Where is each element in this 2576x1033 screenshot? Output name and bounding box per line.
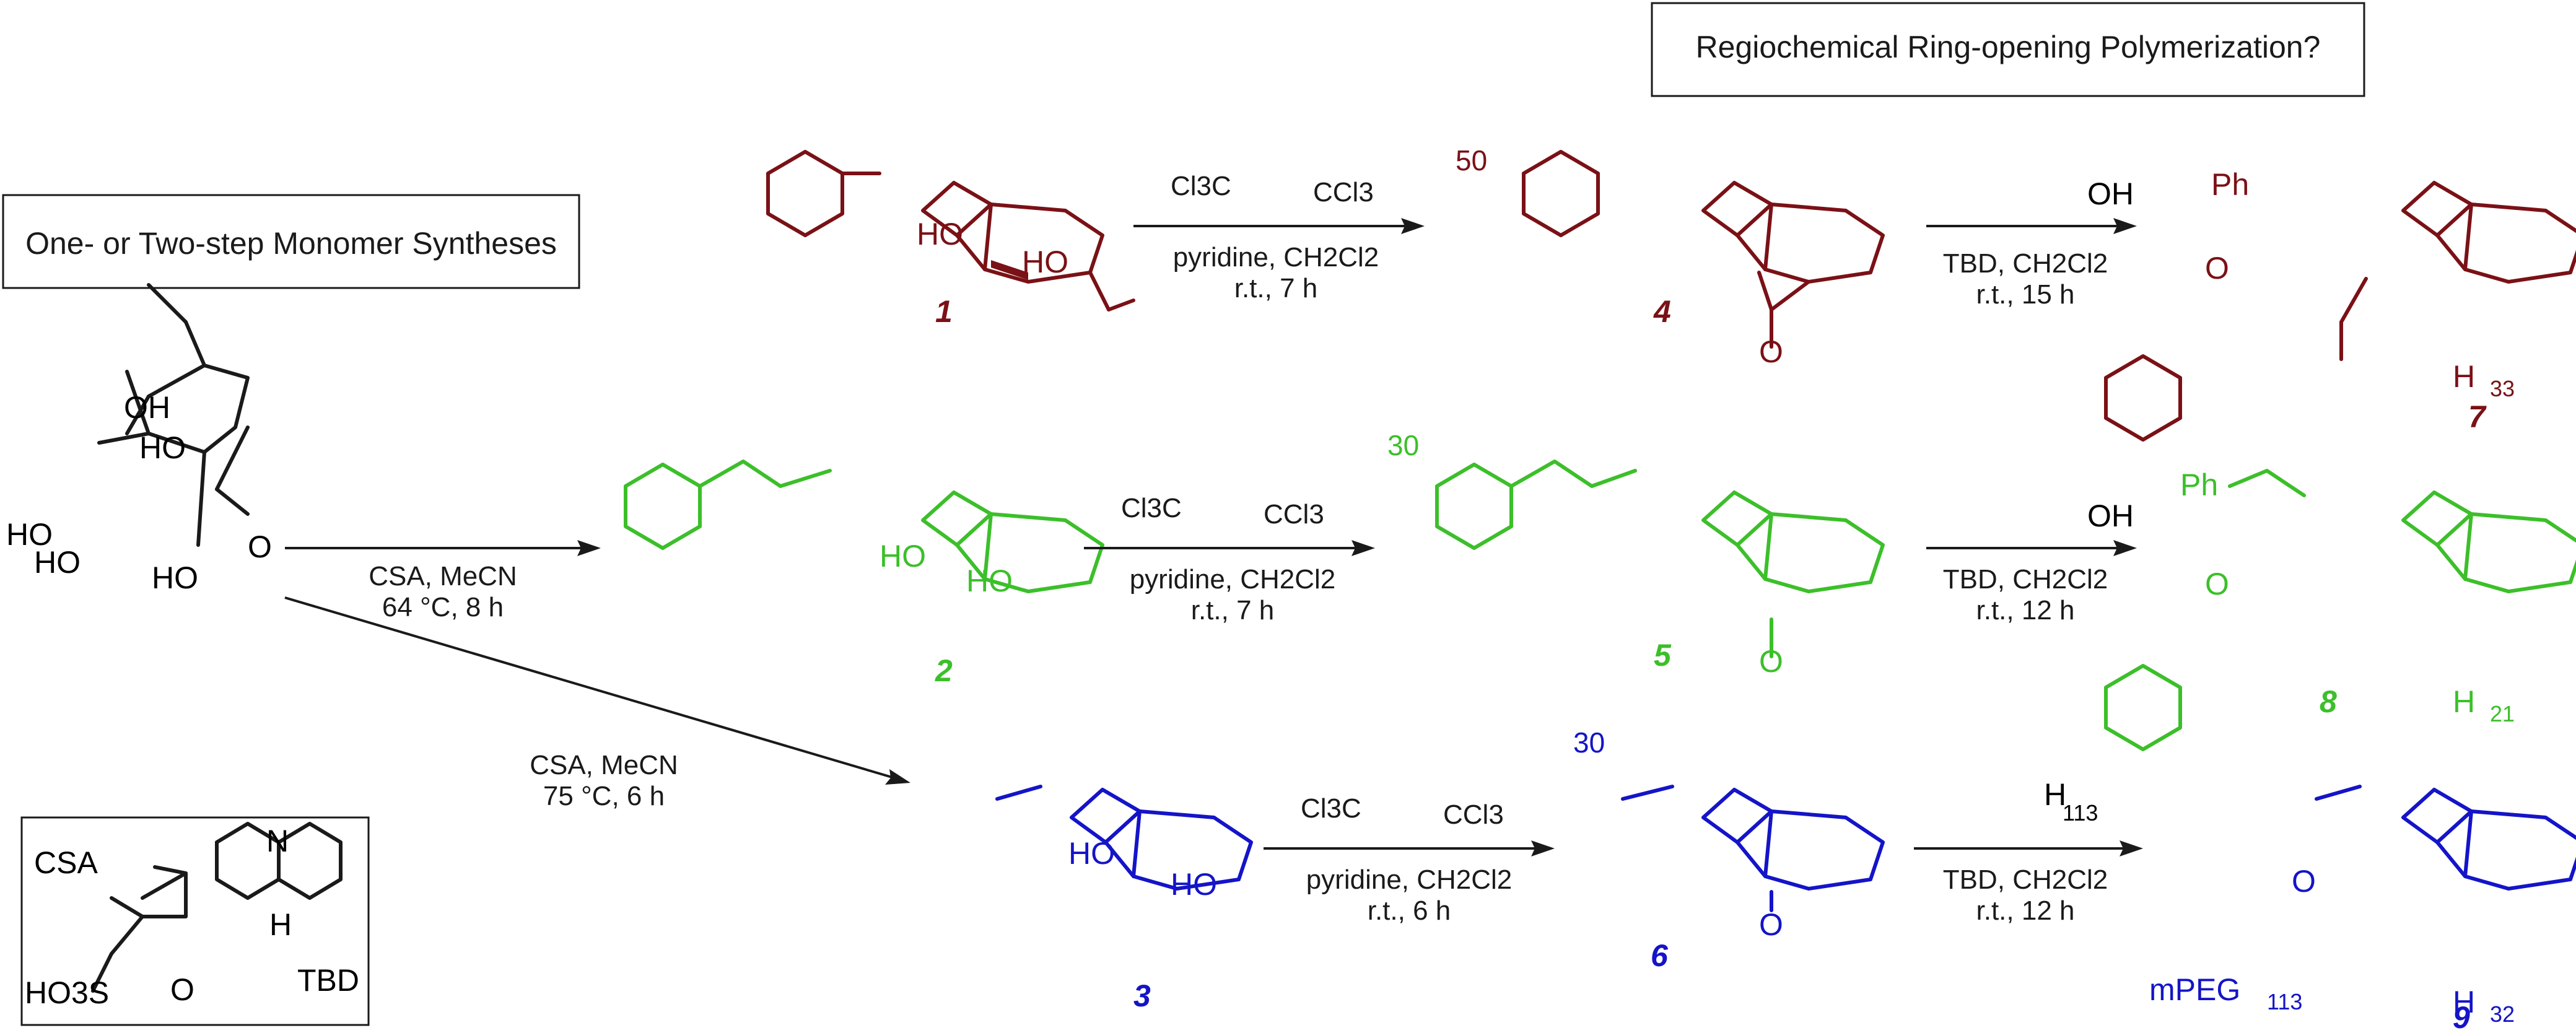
legend-csa: CSA — [34, 845, 98, 880]
atom-ho-c3: HO — [139, 430, 186, 465]
initiator-oh-2: OH — [2087, 499, 2134, 533]
arrow-2-to-5: Cl3C CCl3 pyridine, CH2Cl2 r.t., 7 h — [1084, 493, 1375, 625]
title-box-monomer: One- or Two-step Monomer Syntheses — [2, 194, 580, 289]
cond-a2-temp: 75 °C, 6 h — [543, 781, 665, 811]
reagent-ccl3-1: CCl3 — [1313, 177, 1374, 207]
catalyst-legend: CSA TBD HO3S O N H — [20, 816, 370, 1026]
atom-o-carbonyl-7: O — [2205, 251, 2229, 285]
cond-a1-temp: 64 °C, 8 h — [382, 592, 504, 622]
label-compound-2: 2 — [935, 653, 953, 688]
compound-4: 50 O 4 — [1456, 144, 1883, 369]
cond-r2-solvent: pyridine, CH2Cl2 — [1130, 564, 1336, 595]
cond-a1-cat: CSA, MeCN — [369, 561, 517, 591]
cond-a2-cat: CSA, MeCN — [530, 750, 678, 780]
atom-ho-3b: HO — [1171, 867, 1217, 902]
legend-n: N — [266, 824, 289, 858]
atom-oh-top: OH — [124, 390, 170, 425]
label-compound-6: 6 — [1651, 938, 1669, 973]
legend-h: H — [269, 907, 292, 942]
label-compound-3: 3 — [1133, 979, 1151, 1013]
arrow-6-to-9: 113 H TBD, CH2Cl2 r.t., 12 h — [1914, 777, 2143, 926]
atom-ph-7: Ph — [2211, 167, 2249, 202]
atom-mpeg: mPEG — [2149, 972, 2240, 1007]
dp-8: 21 — [2490, 701, 2515, 726]
atom-o-carbonyl-5: O — [1759, 644, 1783, 679]
equiv-4: 50 — [1456, 144, 1487, 177]
atom-o-carbonyl-9: O — [2292, 864, 2316, 899]
cond-r3-solvent: pyridine, CH2Cl2 — [1306, 865, 1513, 895]
cond-r1-time: r.t., 7 h — [1234, 273, 1318, 303]
peg-h: H — [2044, 777, 2066, 812]
label-compound-1: 1 — [935, 294, 953, 329]
initiator-oh-1: OH — [2087, 177, 2134, 211]
equiv-6: 30 — [1573, 726, 1605, 759]
reagent-ccl3-3: CCl3 — [1443, 800, 1504, 830]
cond-p3-cat: TBD, CH2Cl2 — [1943, 865, 2108, 895]
atom-ho-c3b: HO — [34, 545, 81, 580]
arrow-5-to-8: OH TBD, CH2Cl2 r.t., 12 h — [1926, 499, 2137, 625]
cond-r1-solvent: pyridine, CH2Cl2 — [1173, 242, 1379, 272]
atom-ph-8: Ph — [2180, 468, 2218, 502]
compound-5: 30 O 5 — [1387, 429, 1883, 679]
atom-ho-c2: HO — [152, 560, 198, 595]
label-compound-4: 4 — [1653, 294, 1671, 329]
cond-r2-time: r.t., 7 h — [1191, 595, 1275, 625]
atom-ho-c4: HO — [6, 517, 53, 552]
atom-o-carbonyl-4: O — [1759, 334, 1783, 369]
peg-dp: 113 — [2063, 800, 2098, 826]
atom-o-carbonyl-6: O — [1759, 907, 1783, 942]
compound-8: Ph O H 21 8 — [2104, 468, 2576, 751]
dp-7: 33 — [2490, 376, 2515, 401]
cond-p2-time: r.t., 12 h — [1976, 595, 2075, 625]
compound-1: HO HO 1 — [766, 150, 1135, 329]
label-compound-7: 7 — [2468, 399, 2487, 434]
atom-h-9: H — [2453, 985, 2475, 1019]
dp-9: 32 — [2490, 1001, 2515, 1027]
cond-p1-cat: TBD, CH2Cl2 — [1943, 248, 2108, 279]
atom-ho-1a: HO — [917, 217, 963, 251]
atom-mpeg-sub: 113 — [2267, 989, 2302, 1014]
title-box-polymerization: Regiochemical Ring-opening Polymerizatio… — [1651, 2, 2365, 97]
cond-p1-time: r.t., 15 h — [1976, 279, 2075, 310]
reagent-cl3c-2: Cl3C — [1121, 493, 1182, 523]
label-compound-8: 8 — [2320, 684, 2337, 719]
compound-7: Ph O H 33 7 — [2104, 167, 2576, 442]
arrow-4-to-7: OH TBD, CH2Cl2 r.t., 15 h — [1926, 177, 2137, 310]
atom-ho-2b: HO — [966, 564, 1013, 598]
title-monomer-syntheses: One- or Two-step Monomer Syntheses — [25, 226, 557, 261]
compound-9: O H 32 mPEG 113 9 — [2149, 785, 2576, 1033]
atom-h-7: H — [2453, 359, 2475, 394]
label-compound-5: 5 — [1654, 638, 1672, 673]
reagent-cl3c-1: Cl3C — [1171, 171, 1231, 201]
legend-o: O — [170, 972, 194, 1007]
legend-ho3s: HO3S — [25, 975, 109, 1010]
atom-ho-2a: HO — [880, 539, 926, 573]
compound-2: HO HO 2 — [624, 460, 1102, 688]
label-compound-9: 9 — [2453, 1000, 2470, 1033]
atom-ho-1b: HO — [1022, 245, 1068, 279]
equiv-5: 30 — [1387, 429, 1419, 461]
reagent-cl3c-3: Cl3C — [1301, 793, 1361, 824]
arrow-3-to-6: Cl3C CCl3 pyridine, CH2Cl2 r.t., 6 h — [1264, 793, 1555, 926]
atom-o-ring: O — [248, 530, 272, 564]
cond-r3-time: r.t., 6 h — [1368, 896, 1451, 926]
compound-3: HO HO 3 — [995, 785, 1251, 1013]
legend-tbd: TBD — [297, 963, 359, 998]
title-polymerization: Regiochemical Ring-opening Polymerizatio… — [1696, 30, 2321, 64]
arrow-sm-to-3: CSA, MeCN 75 °C, 6 h — [284, 596, 910, 811]
atom-o-carbonyl-8: O — [2205, 567, 2229, 601]
arrow-sm-to-2: CSA, MeCN 64 °C, 8 h — [285, 540, 601, 622]
compound-6: 30 O 6 — [1573, 726, 1883, 973]
atom-ho-3a: HO — [1068, 836, 1115, 871]
cond-p2-cat: TBD, CH2Cl2 — [1943, 564, 2108, 595]
methyl-glucoside: HO HO HO HO OH OH O — [6, 283, 272, 595]
cond-p3-time: r.t., 12 h — [1976, 896, 2075, 926]
arrow-1-to-4: Cl3C CCl3 pyridine, CH2Cl2 r.t., 7 h — [1133, 171, 1425, 303]
reagent-ccl3-2: CCl3 — [1264, 499, 1324, 530]
atom-h-8: H — [2453, 684, 2475, 719]
